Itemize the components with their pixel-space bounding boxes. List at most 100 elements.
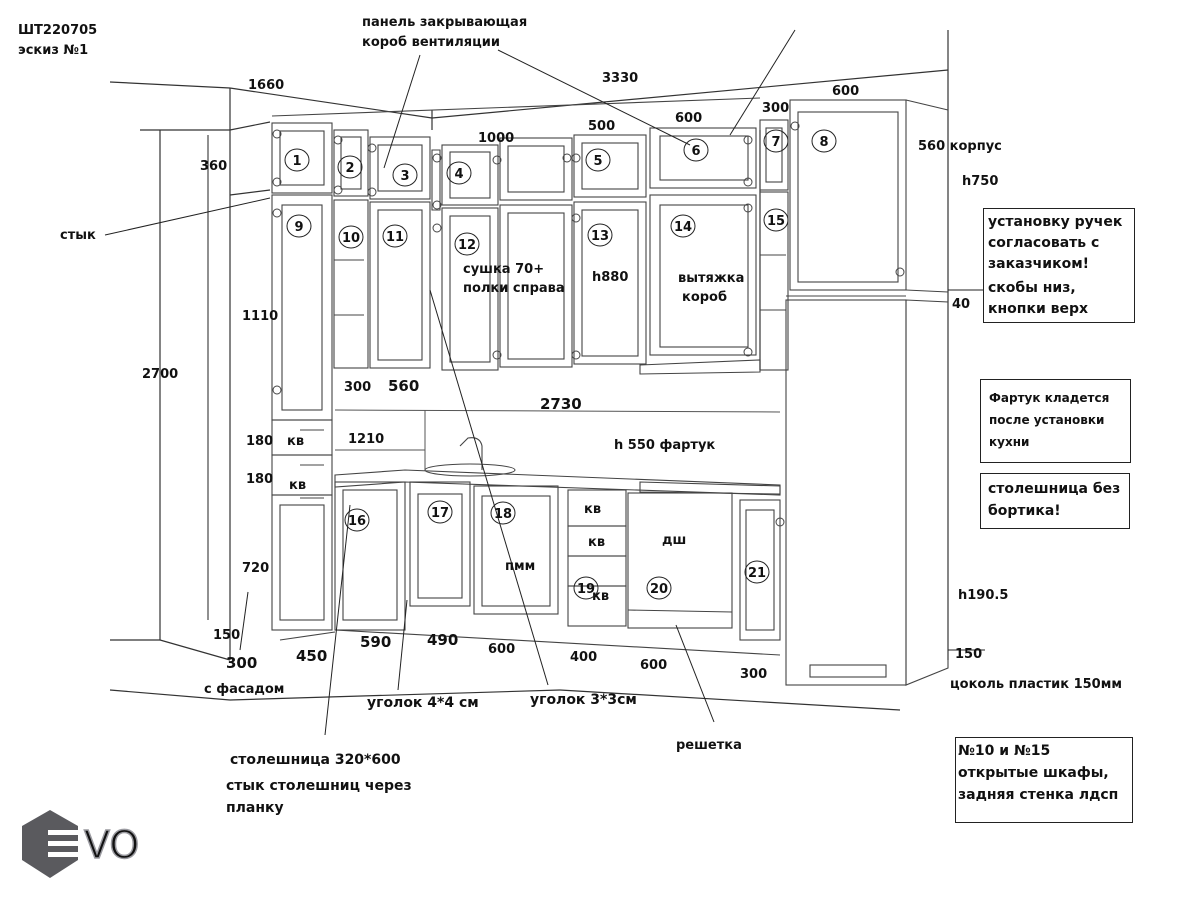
cabinet-number-3: 3 <box>400 169 409 184</box>
sushka-2: полки справа <box>463 281 565 296</box>
dim-600-far: 600 <box>832 84 859 99</box>
text-labels: ШТ220705 эскиз №1 панель закрывающая кор… <box>18 15 1122 816</box>
cabinet-8-box <box>789 99 949 293</box>
cabinet-marker-circle <box>446 161 472 185</box>
dim-300-mid: 300 <box>344 380 371 395</box>
cabinet-marker-circle <box>683 138 709 162</box>
cabinet-marker-circle <box>763 208 789 232</box>
cabinet-marker-circle <box>337 155 363 179</box>
s-fasadom: с фасадом <box>204 682 284 697</box>
base-cabinets <box>279 481 781 656</box>
stoleshnitsa-1: столешница 320*600 <box>230 752 401 768</box>
cabinet-number-2: 2 <box>345 161 354 176</box>
cabinet-marker-circle <box>573 576 599 600</box>
kv-a: кв <box>287 434 304 449</box>
dim-500: 500 <box>588 119 615 134</box>
cabinet-marker-circle <box>382 224 408 248</box>
vytyazhka-1: вытяжка <box>678 271 744 286</box>
cabinet-number-20: 20 <box>650 582 668 597</box>
kv-c: кв <box>584 502 601 517</box>
cabinet-number-19: 19 <box>577 582 595 597</box>
ugolok-3: уголок 3*3см <box>530 692 637 708</box>
dim-300-base: 300 <box>226 654 257 672</box>
cabinet-number-15: 15 <box>767 214 785 229</box>
dim-2700: 2700 <box>142 367 178 382</box>
dim-1660: 1660 <box>248 78 284 93</box>
note-handles-line: заказчиком! <box>988 256 1090 272</box>
pmm-label: пмм <box>505 559 535 574</box>
dim-1110: 1110 <box>242 309 278 324</box>
cabinet-number-13: 13 <box>591 229 609 244</box>
styk-label: стык <box>60 228 96 243</box>
note-handles-line: согласовать с <box>988 235 1100 251</box>
cabinet-marker-circle <box>744 560 770 584</box>
cabinet-marker-circle <box>338 225 364 249</box>
cabinet-number-8: 8 <box>819 135 828 150</box>
cabinet-marker-circle <box>811 129 837 153</box>
dim-1000: 1000 <box>478 131 514 146</box>
tsokol-label: цоколь пластик 150мм <box>950 677 1122 692</box>
cabinet-marker-circle <box>763 129 789 153</box>
cabinet-number-17: 17 <box>431 506 449 521</box>
evo-logo: VO <box>18 808 168 880</box>
note-open-cabinets: №10 и №15 открытые шкафы, задняя стенка … <box>955 737 1133 823</box>
cabinet-number-12: 12 <box>458 238 476 253</box>
cabinet-marker-circle <box>646 576 672 600</box>
panel-label-1: панель закрывающая <box>362 15 527 30</box>
dim-1210: 1210 <box>348 432 384 447</box>
note-worktop-line: бортика! <box>988 503 1061 519</box>
kv-b: кв <box>289 478 306 493</box>
stoleshnitsa-3: планку <box>226 800 284 816</box>
cabinet-marker-circle <box>284 148 310 172</box>
dim-600-b2: 600 <box>640 658 667 673</box>
h880: h880 <box>592 270 628 285</box>
panel-label-2: короб вентиляции <box>362 35 500 50</box>
corpus-560: 560 корпус <box>918 139 1002 154</box>
dim-560-mid: 560 <box>388 377 419 395</box>
note-open-line: задняя стенка лдсп <box>958 787 1119 803</box>
dim-150-left: 150 <box>213 628 240 643</box>
leader-lines <box>104 29 985 736</box>
note-apron-line: после установки <box>989 413 1105 427</box>
note-handles-line: кнопки верх <box>988 301 1089 317</box>
cabinet-marker-circle <box>454 232 480 256</box>
cabinet-number-4: 4 <box>454 167 463 182</box>
dim-180-a: 180 <box>246 434 273 449</box>
note-handles-line: скобы низ, <box>988 280 1076 296</box>
note-apron-line: Фартук кладется <box>989 391 1110 405</box>
note-handles-line: установку ручек <box>988 214 1123 230</box>
kv-d: кв <box>588 535 605 550</box>
backsplash <box>334 409 781 470</box>
note-handles: установку ручек согласовать с заказчиком… <box>983 208 1135 323</box>
cabinet-marker-circle <box>344 508 370 532</box>
cabinet-number-10: 10 <box>342 231 360 246</box>
dim-450: 450 <box>296 647 327 665</box>
dim-490: 490 <box>427 631 458 649</box>
sketch-number: эскиз №1 <box>18 43 88 58</box>
cabinet-marker-circle <box>670 214 696 238</box>
cabinet-marker-circle <box>587 223 613 247</box>
tall-left-unit <box>271 419 333 631</box>
cabinet-number-6: 6 <box>691 144 700 159</box>
dim-360: 360 <box>200 159 227 174</box>
note-apron-line: кухни <box>989 435 1030 449</box>
cabinet-number-9: 9 <box>294 220 303 235</box>
dim-2730: 2730 <box>540 395 582 413</box>
reshetka-label: решетка <box>676 738 742 753</box>
h750: h750 <box>962 174 998 189</box>
dim-590: 590 <box>360 633 391 651</box>
dim-150-right: 150 <box>955 647 982 662</box>
dim-40: 40 <box>952 297 970 312</box>
cabinet-number-14: 14 <box>674 220 692 235</box>
note-worktop-line: столешница без <box>988 481 1121 497</box>
fartuk-h: h 550 фартук <box>614 438 715 453</box>
cabinet-number-21: 21 <box>748 566 766 581</box>
fridge <box>785 295 949 686</box>
sushka-1: сушка 70+ <box>463 262 544 277</box>
cabinet-marker-circle <box>585 148 611 172</box>
dim-3330: 3330 <box>602 71 638 86</box>
cabinet-marker-circle <box>427 500 453 524</box>
stoleshnitsa-2: стык столешниц через <box>226 778 412 794</box>
